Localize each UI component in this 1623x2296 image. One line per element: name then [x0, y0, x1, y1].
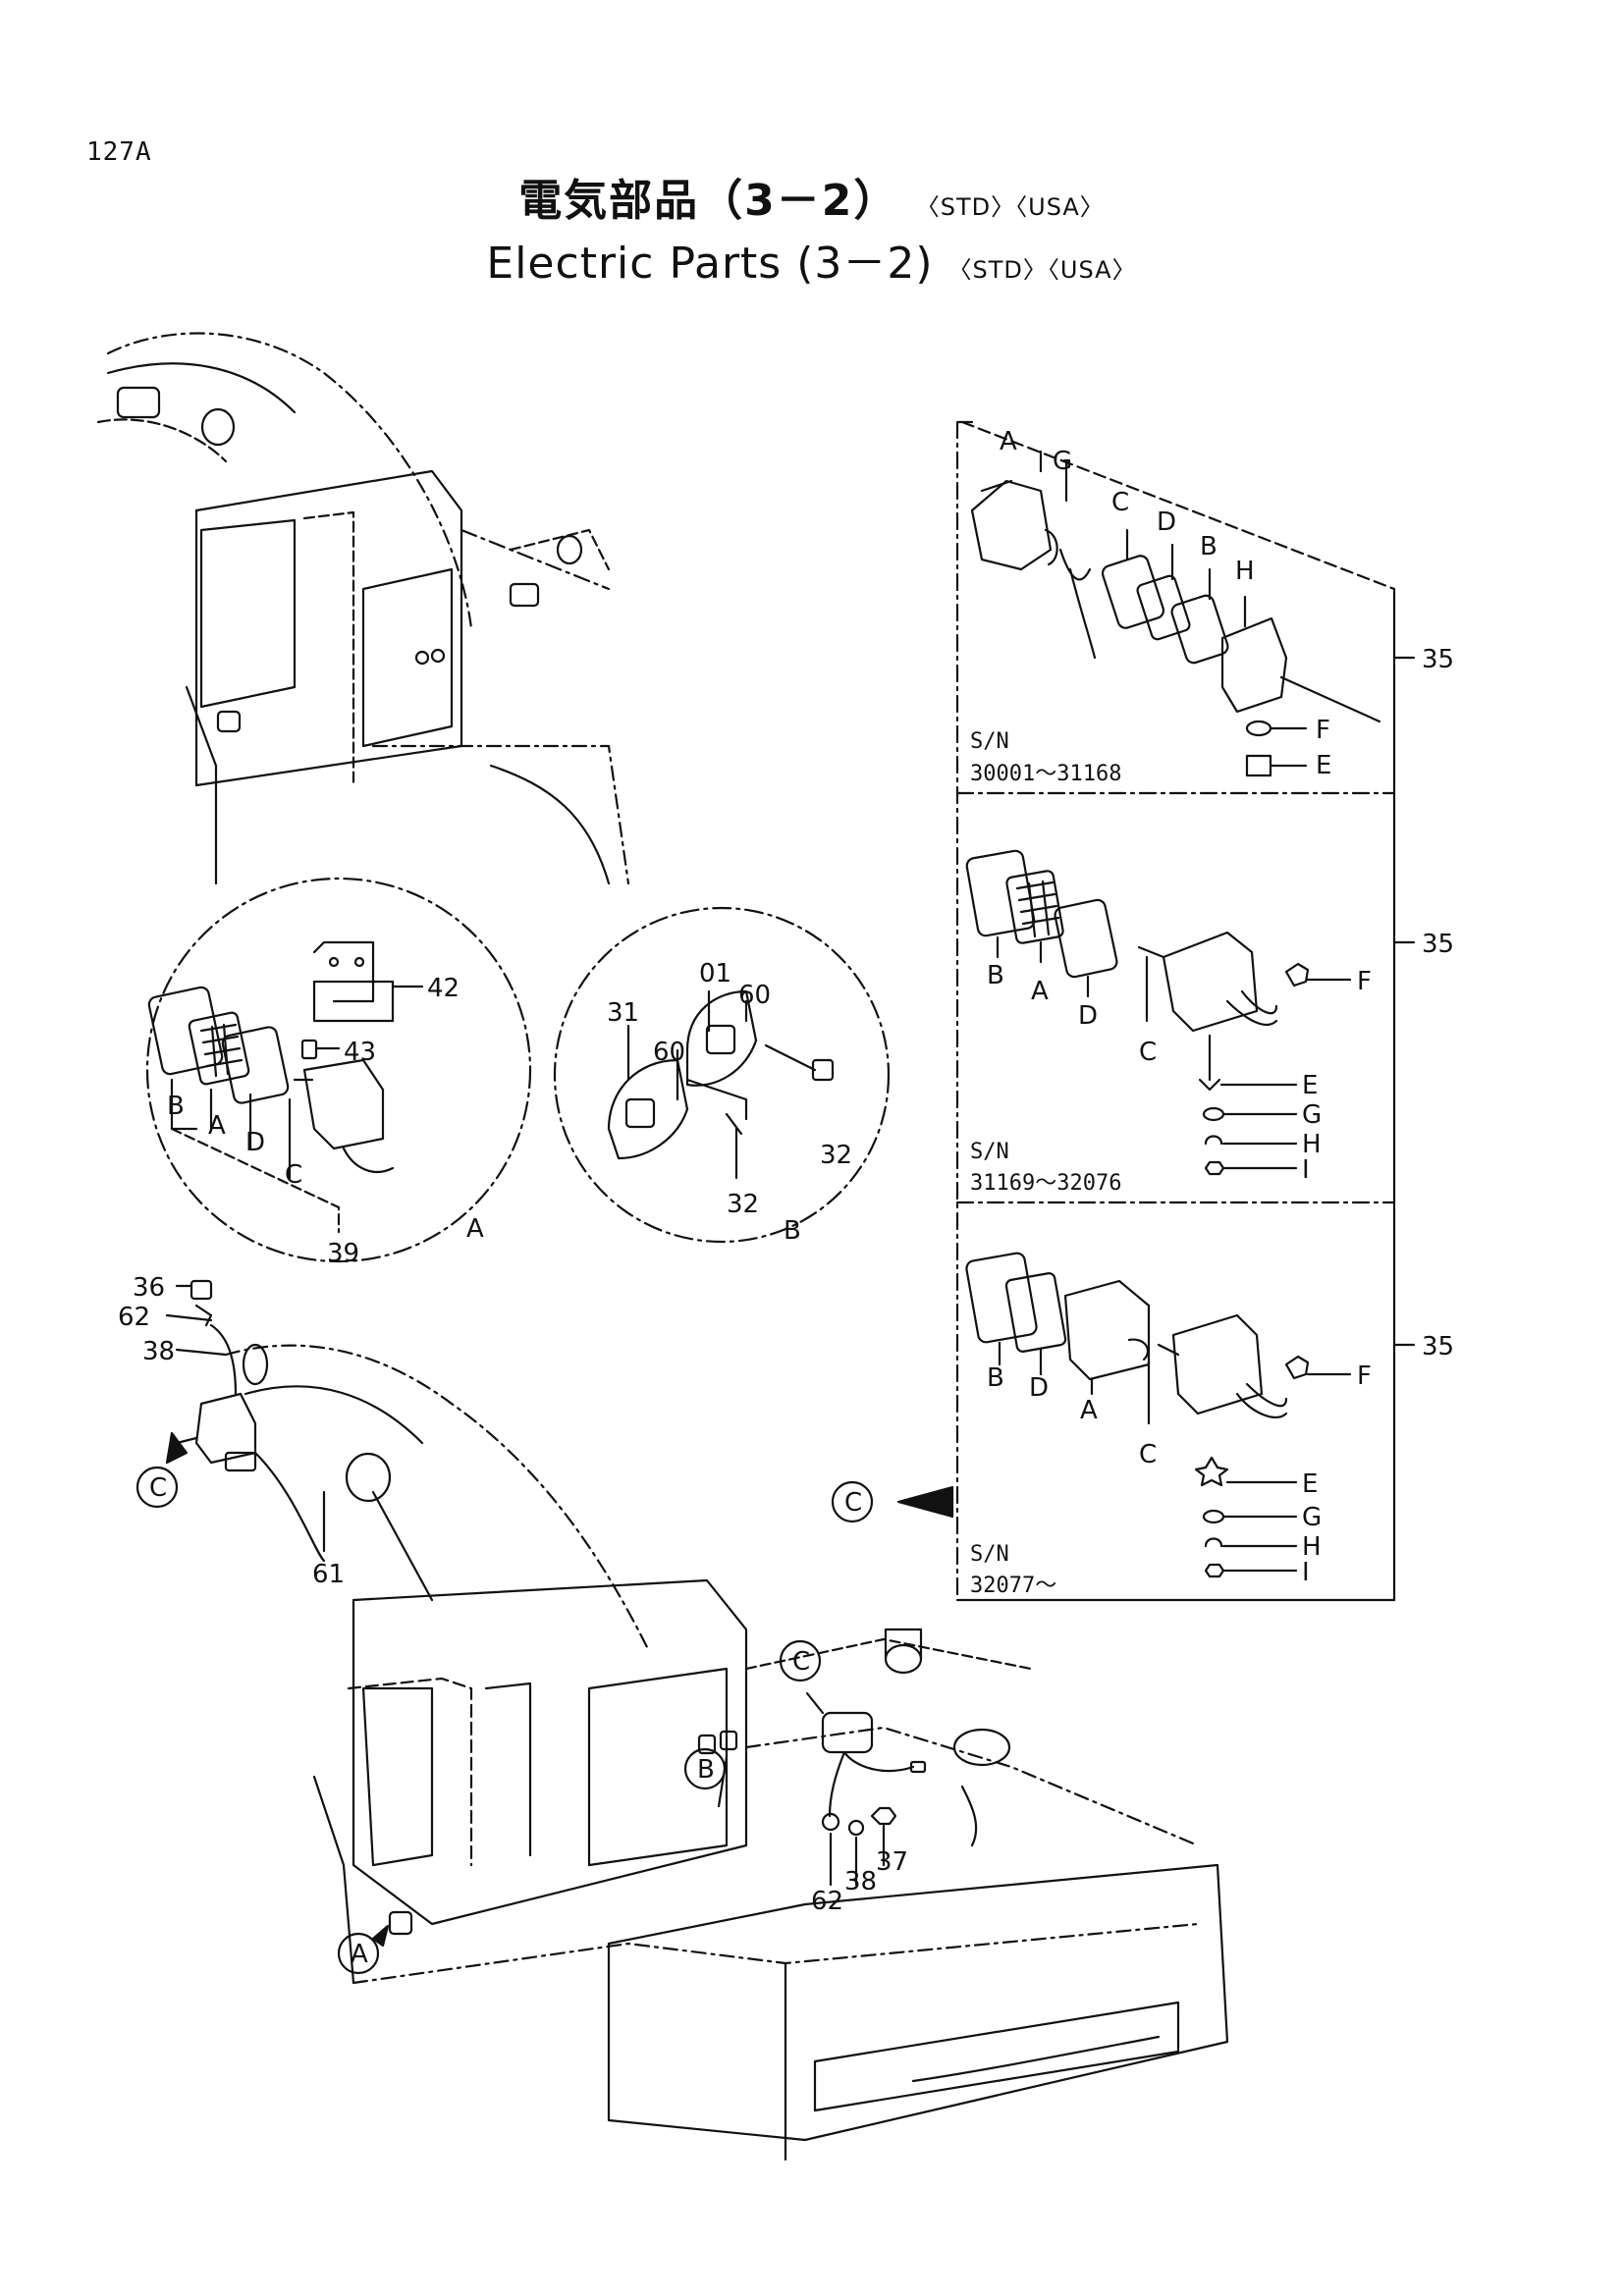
- variant2-parts: [965, 849, 1352, 1176]
- callout-38-cw: 38: [844, 1867, 877, 1896]
- callout-32-bottom: 32: [727, 1190, 759, 1219]
- marker-b-letter: B: [697, 1755, 715, 1785]
- detail-circle-a: [145, 877, 532, 1263]
- callout-62-boom: 62: [118, 1303, 150, 1332]
- v1-serial-range: 30001～31168: [970, 762, 1121, 786]
- v1-letter-d: D: [1157, 507, 1176, 537]
- callout-32-right: 32: [820, 1141, 852, 1170]
- letter-d-a: D: [245, 1128, 265, 1157]
- v3-letter-b: B: [987, 1363, 1004, 1393]
- detail-marker-b: [683, 1747, 727, 1790]
- v2-callout-35: 35: [1422, 930, 1454, 959]
- title-ja-text: 電気部品（3－2）: [518, 176, 899, 226]
- v3-callout-35: 35: [1422, 1332, 1454, 1362]
- excavator-overview-top: [96, 332, 630, 885]
- v1-letter-h: H: [1235, 557, 1255, 586]
- v2-serial-label: S/N: [970, 1140, 1009, 1164]
- v1-letter-a: A: [1000, 427, 1017, 456]
- v2-letter-e: E: [1302, 1071, 1318, 1100]
- arrow-to-variants: [896, 1485, 954, 1519]
- callout-62-cw: 62: [811, 1887, 843, 1916]
- marker-a-letter: A: [351, 1940, 368, 1969]
- callout-31: 31: [607, 998, 639, 1028]
- v2-letter-f: F: [1357, 967, 1372, 996]
- callout-39: 39: [327, 1239, 359, 1268]
- v1-letter-g: G: [1053, 447, 1072, 476]
- callout-38-boom: 38: [142, 1337, 175, 1366]
- callout-60-top: 60: [738, 981, 771, 1010]
- v3-letter-g: G: [1302, 1503, 1322, 1532]
- v3-letter-e: E: [1302, 1469, 1318, 1499]
- v2-letter-h: H: [1302, 1130, 1322, 1159]
- v3-letter-d: D: [1029, 1373, 1049, 1403]
- v2-serial-range: 31169～32076: [970, 1171, 1121, 1196]
- variant3-parts: [965, 1252, 1352, 1578]
- variant1-parts: [970, 450, 1381, 777]
- variant-tags-ja: 〈STD〉〈USA〉: [915, 193, 1105, 221]
- v1-serial-label: S/N: [970, 729, 1009, 754]
- v3-letter-c: C: [1139, 1440, 1157, 1469]
- callout-37: 37: [876, 1847, 908, 1877]
- v1-letter-f: F: [1316, 716, 1330, 745]
- letter-b-a: B: [167, 1092, 185, 1121]
- v3-letter-h: H: [1302, 1532, 1322, 1562]
- v3-serial-range: 32077～: [970, 1574, 1056, 1598]
- v3-letter-f: F: [1357, 1362, 1372, 1391]
- work-light-icon: [116, 386, 161, 419]
- marker-c-right-letter: C: [844, 1488, 862, 1518]
- v2-letter-b: B: [987, 961, 1004, 990]
- page-title-english: Electric Parts (3－2) 〈STD〉〈USA〉: [0, 228, 1623, 291]
- variant-panel: [955, 420, 1416, 1602]
- v3-letter-a: A: [1080, 1396, 1098, 1425]
- letter-a-a: A: [208, 1111, 226, 1141]
- v2-letter-d: D: [1078, 1001, 1098, 1031]
- v3-letter-i: I: [1302, 1558, 1310, 1587]
- beacon-light-icon: [509, 582, 540, 608]
- callout-61: 61: [312, 1560, 345, 1589]
- v1-letter-b: B: [1200, 532, 1217, 561]
- title-en-text: Electric Parts (3－2): [486, 239, 934, 289]
- v1-letter-e: E: [1316, 751, 1331, 780]
- v3-serial-label: S/N: [970, 1542, 1009, 1567]
- marker-c-left-letter: C: [149, 1473, 167, 1503]
- detail-marker-c-right: [831, 1480, 874, 1523]
- variant-tags-en: 〈STD〉〈USA〉: [947, 256, 1137, 284]
- detail-b-label: B: [784, 1216, 801, 1246]
- callout-42: 42: [427, 974, 460, 1003]
- detail-circle-b: [553, 906, 891, 1244]
- v1-callout-35: 35: [1422, 645, 1454, 674]
- v2-letter-c: C: [1139, 1038, 1157, 1067]
- counterweight-light-icon: [821, 1711, 874, 1754]
- callout-36: 36: [133, 1273, 165, 1303]
- detail-marker-c-left: [135, 1466, 179, 1509]
- detail-a-label: A: [466, 1214, 484, 1244]
- excavator-overview-bottom: [312, 1578, 1229, 2162]
- callout-43: 43: [344, 1038, 376, 1067]
- v2-letter-i: I: [1302, 1155, 1310, 1185]
- v2-letter-a: A: [1031, 977, 1049, 1006]
- letter-c-a: C: [285, 1160, 302, 1190]
- detail-marker-a: [337, 1932, 380, 1975]
- v2-letter-g: G: [1302, 1100, 1322, 1130]
- marker-c-bottom-letter: C: [792, 1647, 810, 1677]
- detail-marker-c-bottom: [779, 1639, 822, 1682]
- boom-light-assembly: [165, 1279, 650, 1651]
- v1-letter-c: C: [1111, 488, 1129, 517]
- callout-01: 01: [699, 959, 731, 988]
- callout-60-left: 60: [653, 1038, 685, 1067]
- cab-light-icon: [216, 710, 242, 733]
- page-title-japanese: 電気部品（3－2） 〈STD〉〈USA〉: [0, 165, 1623, 228]
- page-number: 127A: [86, 137, 152, 167]
